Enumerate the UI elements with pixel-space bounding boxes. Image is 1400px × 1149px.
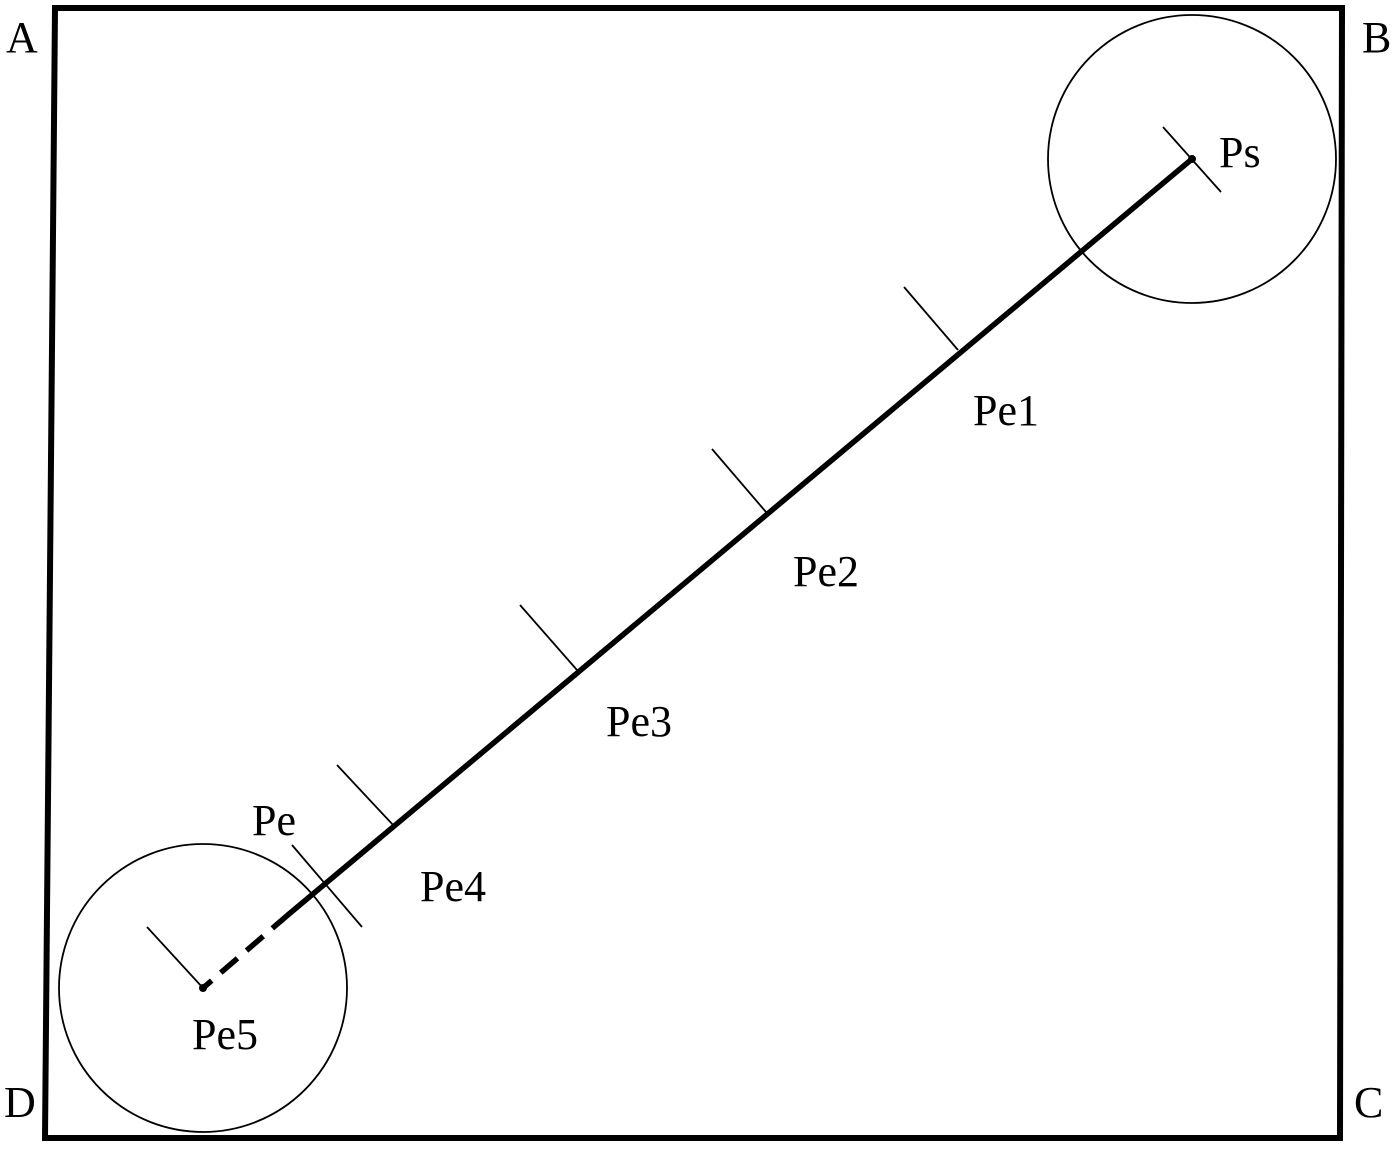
corner-label-a: A bbox=[6, 13, 38, 62]
trajectory-extension-dashed bbox=[201, 911, 291, 991]
tick-pe1 bbox=[903, 286, 959, 351]
point-label-pe1: Pe1 bbox=[973, 386, 1039, 435]
tick-pe bbox=[291, 844, 363, 928]
point-label-pe5: Pe5 bbox=[192, 1010, 258, 1059]
tick-pe4 bbox=[336, 764, 395, 827]
point-label-pe4: Pe4 bbox=[420, 862, 486, 911]
tick-pe3 bbox=[519, 604, 578, 671]
end-zone-circle bbox=[58, 843, 348, 1133]
corner-label-c: C bbox=[1354, 1078, 1383, 1127]
tick-ps bbox=[1162, 126, 1222, 193]
point-label-pe: Pe bbox=[252, 796, 296, 845]
start-zone-circle bbox=[1047, 14, 1337, 304]
trajectory-line bbox=[286, 156, 1195, 917]
tick-pe5 bbox=[146, 926, 204, 989]
point-label-pe2: Pe2 bbox=[793, 547, 859, 596]
point-label-ps: Ps bbox=[1219, 128, 1261, 177]
corner-label-b: B bbox=[1362, 13, 1391, 62]
point-label-pe3: Pe3 bbox=[606, 697, 672, 746]
region-boundary bbox=[41, 5, 1346, 1141]
corner-label-d: D bbox=[4, 1078, 36, 1127]
tick-pe2 bbox=[711, 448, 767, 513]
